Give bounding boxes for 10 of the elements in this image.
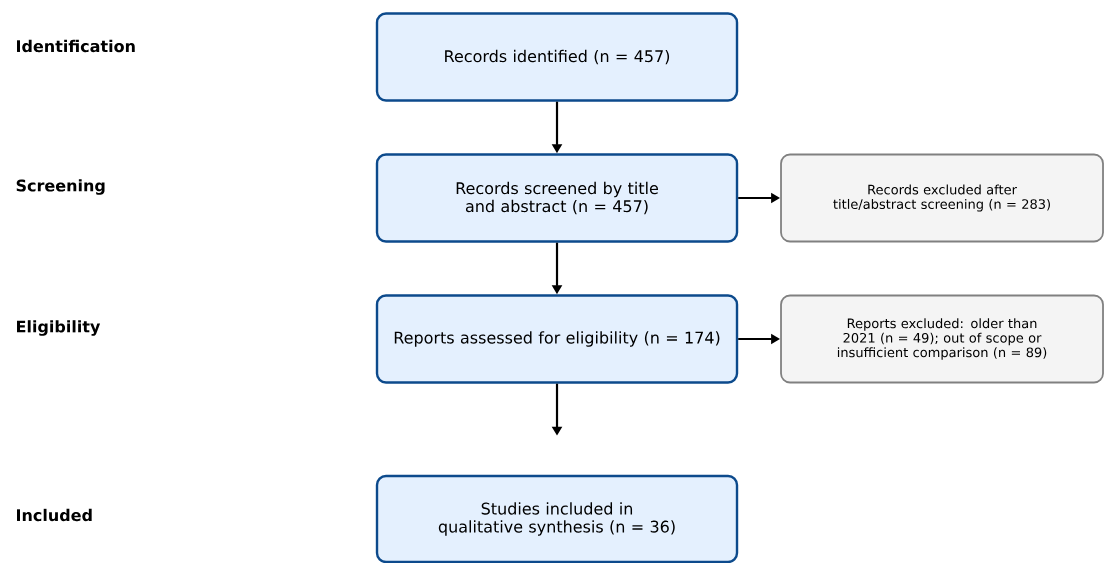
process-box: Studies included in qualitative synthesis (n = 36) <box>375 474 739 563</box>
stage-label: Screening <box>16 179 105 195</box>
process-box: Records screened by title and abstract (n = 457) <box>375 153 739 243</box>
stage-label: Eligibility <box>17 320 101 336</box>
stage-label: Identification <box>17 39 135 53</box>
process-box: Reports assessed for eligibility (n = 174) <box>375 294 739 384</box>
process-box: Records identified (n = 457) <box>375 12 739 102</box>
exclusion-box: Reports excluded: older than 2021 (n = 49); out of scope or insufficient comparison (n = 89) <box>780 294 1104 384</box>
exclusion-box: Records excluded after title/abstract screening (n = 283) <box>780 153 1104 243</box>
stage-label: Included <box>17 508 92 522</box>
